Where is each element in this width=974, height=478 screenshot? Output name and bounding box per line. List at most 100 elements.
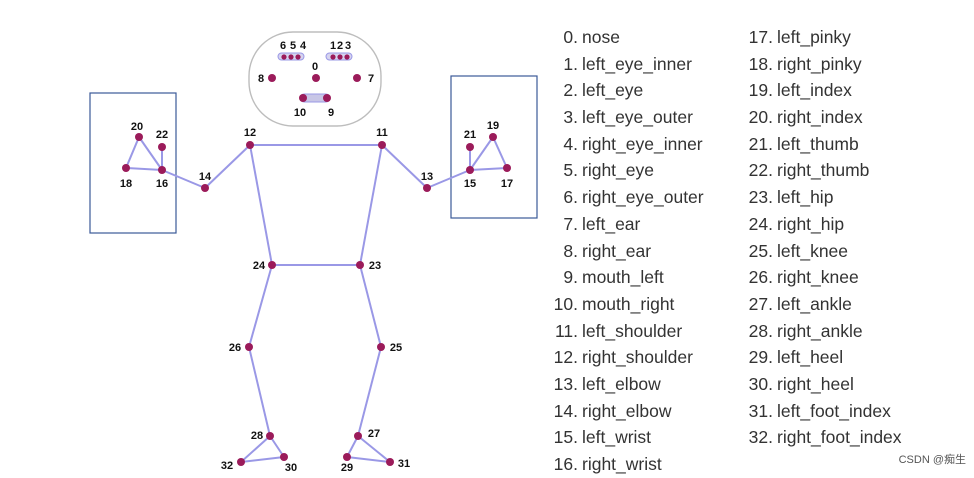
- landmark-label-32: 32: [221, 460, 233, 472]
- landmark-26: [245, 343, 253, 351]
- edge-11-13: [381, 144, 428, 189]
- edge-16-18: [125, 167, 163, 171]
- legend-item-number: 14.: [553, 400, 578, 421]
- legend-item-left-eye-inner: 1.left_eye_inner: [540, 51, 704, 78]
- landmark-7: [353, 74, 361, 82]
- landmark-label-13: 13: [421, 171, 433, 183]
- legend-item-number: 5.: [563, 160, 578, 181]
- edge-11-23: [359, 144, 383, 266]
- landmark-17: [503, 164, 511, 172]
- legend-item-right-index: 20.right_index: [735, 104, 902, 131]
- landmark-16: [158, 166, 166, 174]
- legend-item-number: 24.: [748, 213, 773, 234]
- landmark-10: [299, 94, 307, 102]
- legend-item-left-index: 19.left_index: [735, 77, 902, 104]
- landmark-4: [295, 54, 301, 60]
- legend-item-number: 2.: [563, 80, 578, 101]
- right-hand-box: [89, 92, 177, 234]
- legend-item-label: right_shoulder: [582, 347, 693, 368]
- edge-23-25: [359, 264, 382, 348]
- landmark-6: [281, 54, 287, 60]
- legend-item-label: left_knee: [777, 240, 849, 261]
- legend-item-left-knee: 25.left_knee: [735, 238, 902, 265]
- landmark-label-11: 11: [376, 127, 388, 139]
- legend-item-label: right_eye_inner: [582, 133, 703, 154]
- landmark-label-0: 0: [312, 61, 318, 73]
- edge-17-19: [492, 136, 508, 169]
- edge-12-14: [204, 144, 251, 189]
- legend-item-number: 29.: [748, 347, 773, 368]
- landmark-label-19: 19: [487, 120, 499, 132]
- legend-item-label: left_ear: [582, 213, 641, 234]
- edge-15-17: [469, 167, 508, 171]
- legend-item-number: 9.: [563, 267, 578, 288]
- legend-item-number: 28.: [748, 320, 773, 341]
- legend-item-left-ankle: 27.left_ankle: [735, 291, 902, 318]
- edge-26-28: [248, 346, 271, 437]
- landmark-0: [312, 74, 320, 82]
- legend-item-label: right_index: [777, 107, 863, 128]
- legend-item-number: 25.: [748, 240, 773, 261]
- legend-item-number: 4.: [563, 133, 578, 154]
- legend-item-number: 18.: [748, 53, 773, 74]
- edge-25-27: [357, 346, 382, 437]
- legend-item-number: 7.: [563, 213, 578, 234]
- legend-item-number: 16.: [553, 454, 578, 474]
- landmark-label-10: 10: [294, 107, 306, 119]
- landmark-label-16: 16: [156, 178, 168, 190]
- legend-item-left-ear: 7.left_ear: [540, 211, 704, 238]
- watermark: CSDN @痴生: [898, 454, 966, 466]
- landmark-label-25: 25: [390, 342, 402, 354]
- landmark-label-21: 21: [464, 129, 476, 141]
- landmark-label-5: 5: [290, 40, 296, 52]
- landmark-label-29: 29: [341, 462, 353, 474]
- landmark-label-31: 31: [398, 458, 410, 470]
- landmark-label-18: 18: [120, 178, 132, 190]
- legend-item-label: right_wrist: [582, 454, 662, 474]
- legend-item-left-foot-index: 31.left_foot_index: [735, 398, 902, 425]
- landmark-19: [489, 133, 497, 141]
- legend-item-number: 13.: [553, 373, 578, 394]
- landmark-28: [266, 432, 274, 440]
- legend-item-label: left_heel: [777, 347, 844, 368]
- landmark-label-9: 9: [328, 107, 334, 119]
- landmark-label-27: 27: [368, 428, 380, 440]
- edge-18-20: [125, 136, 140, 169]
- edge-14-16: [161, 169, 206, 189]
- landmark-label-17: 17: [501, 178, 513, 190]
- legend-item-number: 19.: [748, 80, 773, 101]
- landmark-label-7: 7: [368, 73, 374, 85]
- edge-24-26: [248, 264, 273, 348]
- legend-item-number: 32.: [748, 427, 773, 448]
- landmark-label-2: 2: [337, 40, 343, 52]
- legend-item-label: left_wrist: [582, 427, 652, 448]
- edge-30-32: [240, 456, 285, 463]
- legend-item-label: left_thumb: [777, 133, 859, 154]
- left-hand-box: [450, 75, 538, 219]
- legend-item-number: 23.: [748, 187, 773, 208]
- legend-item-label: left_eye_outer: [582, 107, 693, 128]
- landmark-label-28: 28: [251, 430, 263, 442]
- legend-item-number: 21.: [748, 133, 773, 154]
- legend-item-right-pinky: 18.right_pinky: [735, 51, 902, 78]
- legend-item-left-thumb: 21.left_thumb: [735, 131, 902, 158]
- legend-item-mouth-right: 10.mouth_right: [540, 291, 704, 318]
- landmark-14: [201, 184, 209, 192]
- landmark-label-8: 8: [258, 73, 264, 85]
- landmark-25: [377, 343, 385, 351]
- legend-item-right-eye: 5.right_eye: [540, 157, 704, 184]
- legend-item-number: 3.: [563, 107, 578, 128]
- edge-16-20: [138, 136, 163, 171]
- landmark-18: [122, 164, 130, 172]
- legend-item-label: left_shoulder: [582, 320, 683, 341]
- legend-item-label: left_pinky: [777, 27, 851, 47]
- legend-item-right-knee: 26.right_knee: [735, 264, 902, 291]
- legend-item-right-wrist: 16.right_wrist: [540, 451, 704, 478]
- landmark-13: [423, 184, 431, 192]
- landmark-label-22: 22: [156, 129, 168, 141]
- landmark-label-1: 1: [330, 40, 336, 52]
- landmark-31: [386, 458, 394, 466]
- legend-item-right-elbow: 14.right_elbow: [540, 398, 704, 425]
